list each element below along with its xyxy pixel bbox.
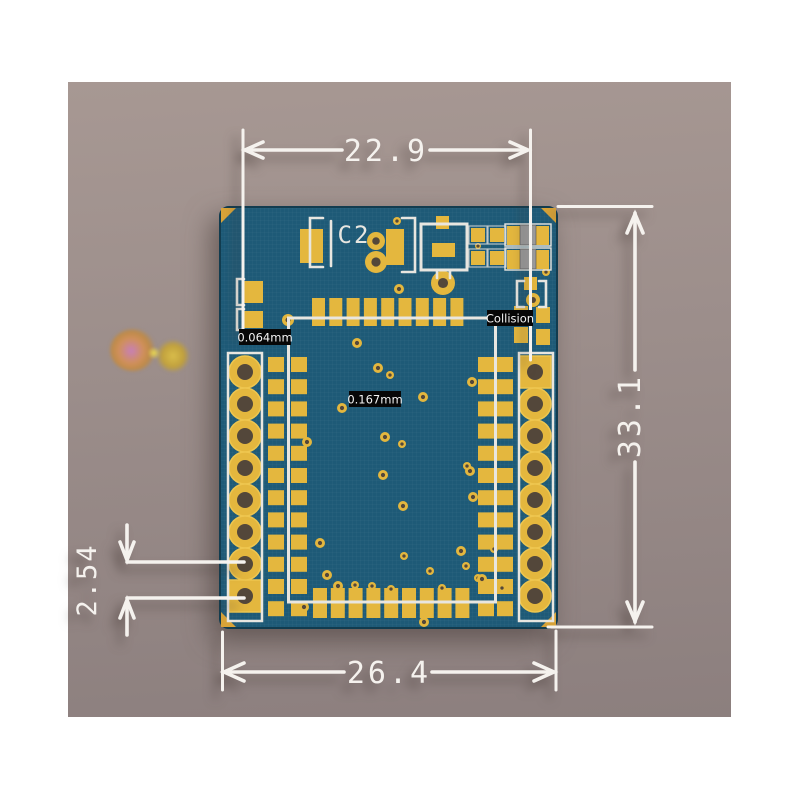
resistor-body <box>519 248 537 270</box>
dimension-bottom-value: 26.4 <box>347 656 431 691</box>
header-outline-right <box>517 351 555 623</box>
resistor-body <box>519 224 537 246</box>
resistor-outline <box>504 223 552 247</box>
extension-lines <box>221 128 654 692</box>
silkscreen <box>226 216 555 623</box>
module-outline <box>287 316 497 604</box>
light-flare-glint <box>147 347 161 359</box>
trace-width-label-left-box <box>239 329 291 345</box>
dimension-pitch-value: 2.54 <box>72 543 103 616</box>
light-flare-right <box>156 340 190 372</box>
dimension-annotations: 22.9 33.1 26.4 2.54 <box>72 128 654 692</box>
dimension-lines <box>118 140 645 683</box>
resistor-outline <box>504 247 552 271</box>
dimension-top-value: 22.9 <box>344 134 428 169</box>
collision-label: Collision <box>486 312 534 326</box>
dimension-right-value: 33.1 <box>613 374 648 458</box>
trace-width-label-center: 0.167mm <box>347 393 402 407</box>
trace-width-label-left: 0.064mm <box>237 331 292 345</box>
designator-c2: C2 <box>338 221 371 249</box>
trace-width-label-center-box <box>349 391 401 407</box>
through-hole-pads <box>228 355 552 613</box>
component-outline <box>419 222 469 272</box>
header-outline-left <box>226 351 264 623</box>
collision-label-box <box>487 310 533 326</box>
pcb-board: C2 <box>219 206 558 629</box>
measurement-labels: 0.064mm 0.167mm Collision <box>237 310 534 407</box>
